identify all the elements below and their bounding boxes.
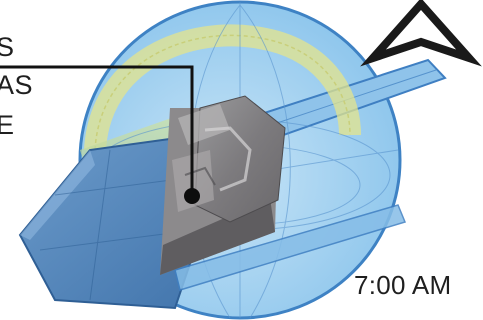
building-model — [160, 95, 286, 275]
north-arrow-icon — [360, 0, 482, 67]
callout-label-line-3: E — [0, 110, 15, 140]
callout-label-line-2: AS — [0, 70, 34, 100]
time-of-day-label: 7:00 AM — [354, 270, 452, 300]
callout-marker-dot — [184, 188, 200, 204]
callout-label-line-1: S — [0, 32, 15, 62]
callout-leader-line — [0, 65, 194, 196]
lower-band — [174, 204, 407, 291]
sun-path-trace — [94, 34, 351, 151]
